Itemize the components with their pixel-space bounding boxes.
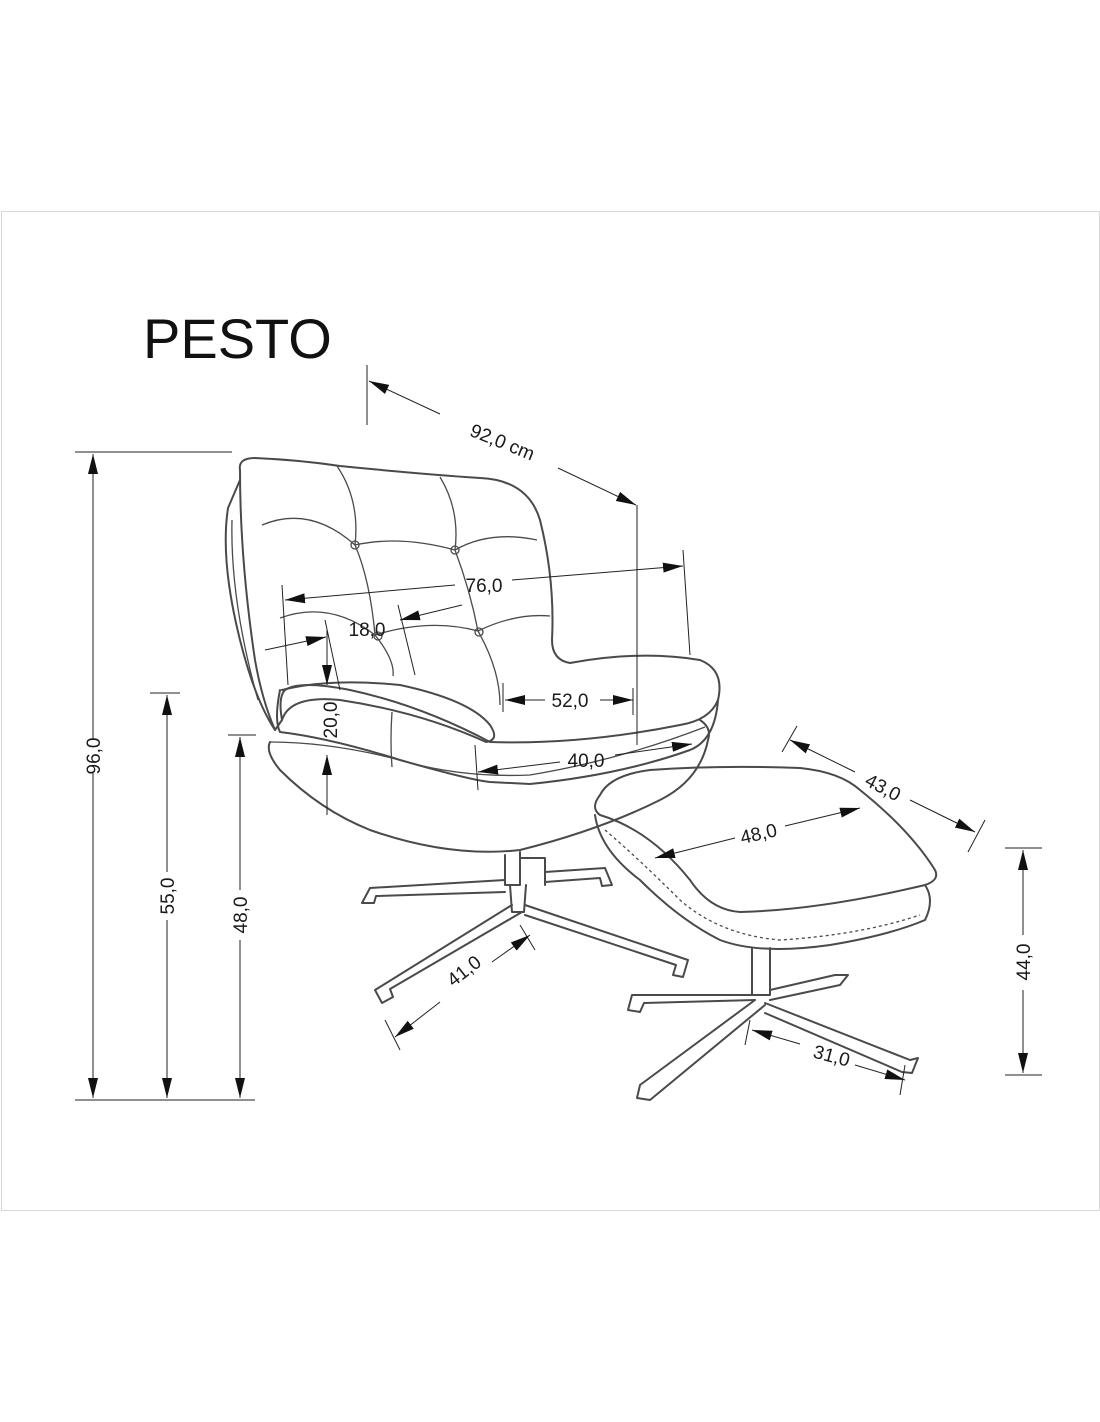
label-41: 41,0 [444, 952, 486, 991]
dim-line-92 [368, 380, 441, 415]
label-44-ottoman: 44,0 [1014, 944, 1035, 981]
dim-line-48-ottoman [654, 837, 736, 859]
chair-swivel [504, 851, 546, 913]
dim-line-41 [394, 1001, 441, 1038]
label-48-ottoman: 48,0 [738, 820, 779, 849]
label-52: 52,0 [552, 691, 589, 712]
ottoman-top [594, 765, 938, 913]
chair-armrest [281, 681, 496, 743]
label-20: 20,0 [321, 702, 342, 739]
armchair-drawing [224, 457, 721, 1004]
chair-back-side [224, 479, 276, 731]
product-title: PESTO [143, 307, 332, 370]
label-55: 55,0 [158, 878, 179, 915]
ottoman-drawing [594, 765, 938, 1101]
chair-shell [267, 719, 710, 853]
ottoman-base [627, 947, 919, 1101]
label-40: 40,0 [568, 751, 605, 772]
dim-line-76 [284, 584, 456, 604]
dimension-lines [75, 365, 1042, 1101]
chair-back-outline [238, 457, 721, 744]
chair-base-leg-back [544, 867, 613, 887]
label-96: 96,0 [84, 738, 105, 775]
dim-line-40 [477, 761, 561, 775]
chair-base-leg-front [374, 904, 523, 1004]
label-31-ottoman: 31,0 [811, 1042, 852, 1072]
chair-base-leg-left [361, 879, 506, 904]
chair-base-leg-right [524, 904, 689, 978]
ottoman-body [594, 814, 931, 950]
dim-line-18 [399, 604, 463, 621]
label-76: 76,0 [466, 576, 503, 597]
label-43-ottoman: 43,0 [861, 770, 904, 806]
label-18: 18,0 [349, 620, 386, 641]
label-92: 92,0 cm [467, 421, 538, 466]
dim-line-43-ottoman [789, 739, 856, 773]
label-48: 48,0 [231, 897, 252, 934]
dim-line-31-ottoman [751, 1029, 801, 1045]
